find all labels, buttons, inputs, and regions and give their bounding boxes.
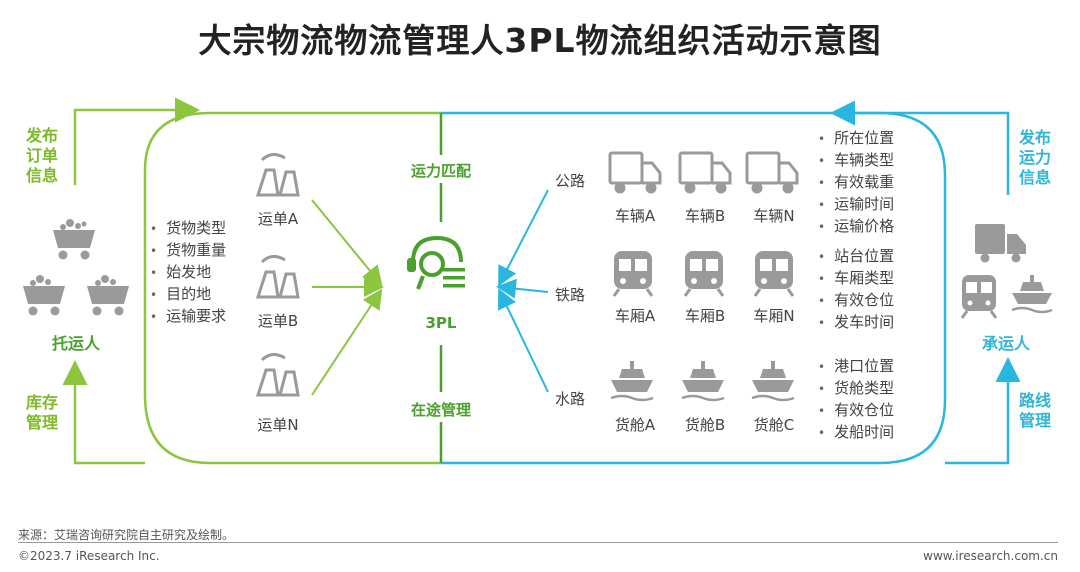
train-icon [960, 275, 998, 319]
order-n-label: 运单N [257, 416, 299, 434]
hold-a-label: 货舱A [614, 416, 656, 434]
order-n-arrow [311, 288, 383, 396]
right-loop-bottom [945, 357, 1021, 465]
list-item: 车辆类型 [818, 150, 894, 172]
train-icon [753, 251, 795, 297]
rail-arrow [496, 278, 549, 299]
rail-label: 铁路 [555, 286, 586, 304]
page-title: 大宗物流物流管理人3PL物流组织活动示意图 [198, 21, 882, 60]
train-icon [612, 251, 654, 297]
factory-icon [255, 255, 300, 299]
list-item: 货舱类型 [818, 378, 894, 400]
route-label: 路线 管理 [1018, 391, 1051, 430]
source-note: 来源：艾瑞咨询研究院自主研究及绘制。 [18, 528, 235, 542]
list-item: 运输价格 [818, 216, 894, 238]
inventory-label: 库存 管理 [25, 393, 58, 432]
copyright: ©2023.7 iResearch Inc. [18, 549, 160, 563]
vehicle-b-label: 车辆B [684, 207, 726, 225]
vehicle-n-label: 车辆N [753, 207, 795, 225]
road-arrow [498, 189, 549, 287]
ship-icon [681, 361, 725, 402]
factory-icon [255, 353, 300, 397]
hold-b-label: 货舱B [684, 416, 726, 434]
order-b-label: 运单B [257, 312, 299, 330]
train-icon [683, 251, 725, 297]
in-transit-label: 在途管理 [410, 401, 471, 419]
ship-icon [751, 361, 795, 402]
list-item: 货物重量 [150, 240, 226, 262]
carrier-label: 承运人 [981, 334, 1030, 353]
truck-icon [678, 151, 732, 194]
list-item: 有效仓位 [818, 400, 894, 422]
list-item: 有效仓位 [818, 290, 894, 312]
list-item: 货物类型 [150, 218, 226, 240]
order-a-arrow [311, 199, 383, 287]
left-loop-bottom [62, 360, 145, 465]
list-item: 港口位置 [818, 356, 894, 378]
headset-icon [407, 235, 465, 290]
list-item: 目的地 [150, 284, 226, 306]
carriage-n-label: 车厢N [753, 307, 795, 325]
mine-cart-icon [23, 275, 65, 316]
blue-frame [441, 111, 947, 465]
list-item: 有效载重 [818, 172, 894, 194]
ship-icon [610, 361, 654, 402]
carriage-b-label: 车厢B [684, 307, 726, 325]
truck-icon [745, 151, 799, 194]
list-item: 始发地 [150, 262, 226, 284]
list-item: 发船时间 [818, 422, 894, 444]
water-attribute-list: 港口位置 货舱类型 有效仓位 发船时间 [818, 356, 894, 444]
factory-icon [255, 153, 300, 197]
capacity-matching-label: 运力匹配 [410, 162, 471, 180]
shipper-label: 托运人 [51, 334, 100, 353]
water-label: 水路 [555, 390, 586, 408]
mine-cart-icon [53, 219, 95, 260]
publish-order-label: 发布 订单 信息 [25, 126, 58, 185]
footer-divider [18, 542, 1058, 543]
publish-capacity-label: 发布 运力 信息 [1018, 128, 1051, 187]
water-arrow [497, 288, 549, 393]
order-a-label: 运单A [257, 210, 299, 228]
rail-attribute-list: 站台位置 车厢类型 有效仓位 发车时间 [818, 246, 894, 334]
right-loop-top [830, 100, 1010, 195]
truck-icon [608, 151, 662, 194]
list-item: 车厢类型 [818, 268, 894, 290]
truck-icon [975, 224, 1026, 263]
list-item: 所在位置 [818, 128, 894, 150]
hold-c-label: 货舱C [753, 416, 795, 434]
list-item: 发车时间 [818, 312, 894, 334]
3pl-label: 3PL [425, 314, 457, 332]
list-item: 站台位置 [818, 246, 894, 268]
road-label: 公路 [555, 172, 586, 190]
mine-cart-icon [87, 275, 129, 316]
vehicle-a-label: 车辆A [614, 207, 656, 225]
road-attribute-list: 所在位置 车辆类型 有效载重 运输时间 运输价格 [818, 128, 894, 238]
ship-icon [1011, 275, 1053, 314]
carriage-a-label: 车厢A [614, 307, 656, 325]
left-loop-top [73, 97, 200, 185]
list-item: 运输时间 [818, 194, 894, 216]
website-link[interactable]: www.iresearch.com.cn [923, 549, 1058, 563]
order-attribute-list: 货物类型 货物重量 始发地 目的地 运输要求 [150, 218, 226, 328]
list-item: 运输要求 [150, 306, 226, 328]
